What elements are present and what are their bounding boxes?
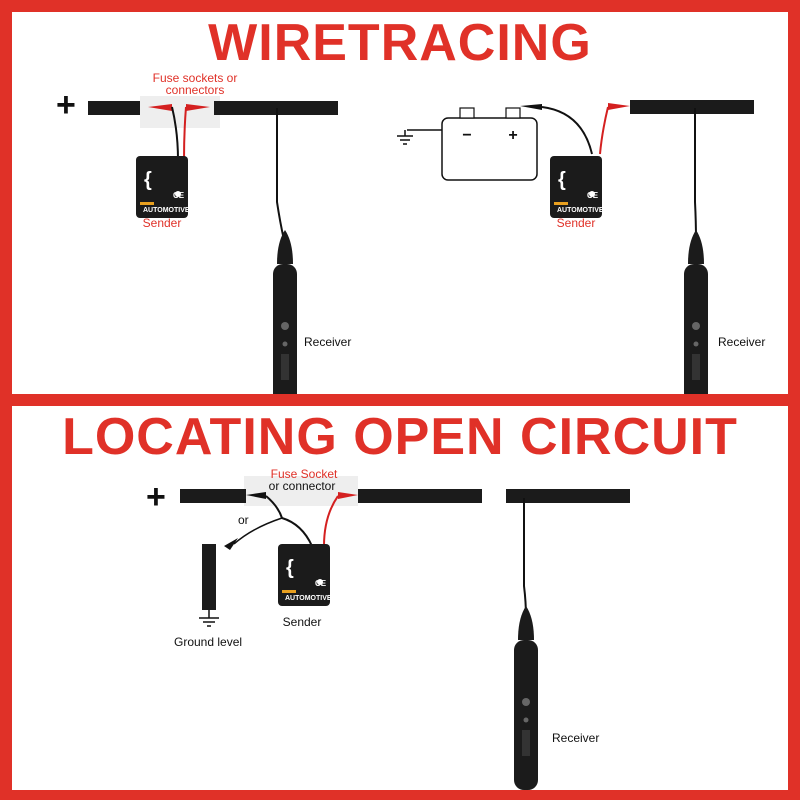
fuse-socket-highlight xyxy=(244,476,358,506)
receiver-device xyxy=(273,230,297,394)
or-label: or xyxy=(238,513,249,527)
plus-label: + xyxy=(508,127,517,144)
minus-label: − xyxy=(462,127,471,144)
receiver-device xyxy=(514,606,538,790)
ground-icon xyxy=(397,129,442,145)
plus-icon: + xyxy=(56,86,76,124)
alligator-clip-icon xyxy=(186,104,210,111)
open-circuit-panel: LOCATING OPEN CIRCUIT { + Fuse Socket or… xyxy=(12,406,788,790)
open-circuit-title: LOCATING OPEN CIRCUIT xyxy=(62,408,738,466)
fuse-label-line2: connectors xyxy=(166,83,225,97)
fuse-label-line1: Fuse Socket xyxy=(271,467,338,481)
sender-label: Sender xyxy=(143,216,182,230)
alligator-clip-icon xyxy=(520,104,542,110)
sender-label: Sender xyxy=(283,615,322,629)
battery-terminal-positive xyxy=(505,107,521,119)
fuse-socket-highlight xyxy=(140,96,220,128)
svg-text:AUTOMOTIVE: AUTOMOTIVE xyxy=(557,207,604,214)
battery-terminal-negative xyxy=(459,107,475,119)
alligator-clip-icon xyxy=(224,538,238,550)
receiver-label: Receiver xyxy=(552,731,599,745)
ground-icon xyxy=(199,610,219,627)
svg-text:CE: CE xyxy=(173,191,185,200)
receiver-label: Receiver xyxy=(718,335,765,349)
wire-segment xyxy=(630,100,754,114)
fuse-label-line2: or connector xyxy=(269,479,336,493)
wire-segment xyxy=(88,101,140,115)
receiver-label: Receiver xyxy=(304,335,351,349)
alligator-clip-icon xyxy=(246,492,266,499)
svg-text:CE: CE xyxy=(587,191,599,200)
wiretracing-diagram: { + Fuse sockets or connectors xyxy=(56,71,765,394)
sender-device: AUTOMOTIVE CE xyxy=(550,156,604,218)
sender-device: AUTOMOTIVE CE xyxy=(136,156,190,218)
alligator-clip-icon xyxy=(608,103,630,110)
alligator-clip-icon xyxy=(148,104,172,111)
svg-text:CE: CE xyxy=(315,579,327,588)
sender-label: Sender xyxy=(557,216,596,230)
wire-segment xyxy=(358,489,482,503)
open-circuit-diagram: { + Fuse Socket or connector or xyxy=(146,467,630,790)
ground-label: Ground level xyxy=(174,635,242,649)
ground-post xyxy=(202,544,216,610)
wire-segment xyxy=(180,489,246,503)
wiretracing-title: WIRETRACING xyxy=(208,14,592,72)
sender-device: AUTOMOTIVE CE xyxy=(278,544,332,606)
receiver-device xyxy=(684,230,708,394)
wiretracing-panel: WIRETRACING { + xyxy=(12,12,788,394)
battery-box xyxy=(441,117,538,181)
wire-segment xyxy=(506,489,630,503)
svg-text:AUTOMOTIVE: AUTOMOTIVE xyxy=(285,595,332,602)
alligator-clip-icon xyxy=(338,492,358,499)
plus-icon: + xyxy=(146,478,166,516)
svg-text:AUTOMOTIVE: AUTOMOTIVE xyxy=(143,207,190,214)
fuse-label-line1: Fuse sockets or xyxy=(153,71,238,85)
